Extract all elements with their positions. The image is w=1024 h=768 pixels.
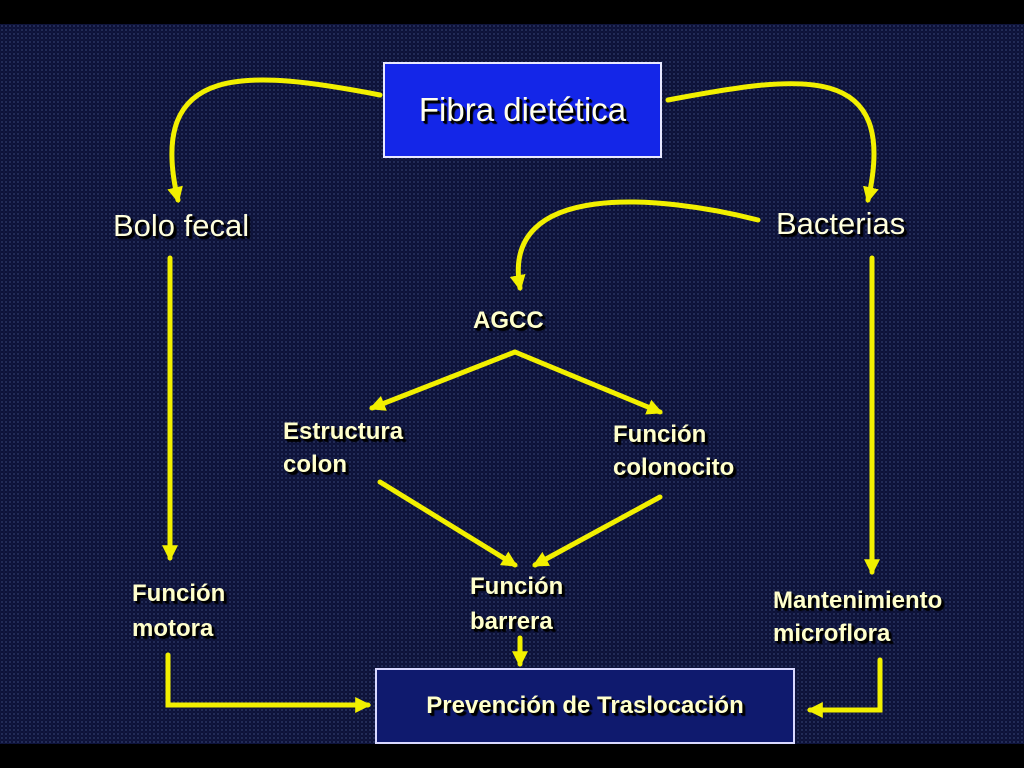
arrow-fibra-to-bacterias [665,81,879,204]
fibra-dietetica-label: Fibra dietética [418,91,627,128]
estructura-line-1: Estructura [283,418,404,445]
agcc-label: AGCC [473,307,544,334]
motora-line-2: motora [132,615,214,642]
estructura-line-2: colon [283,451,347,478]
arrow-motora-to-prevencion [165,652,372,714]
bolo-fecal-label: Bolo fecal [113,208,250,243]
prevencion-traslocacion-box: Prevención de Traslocación [375,668,795,744]
arrow-estructura-to-barrera [377,479,518,568]
prevencion-traslocacion-label: Prevención de Traslocación [426,692,744,719]
colonocito-line-1: Función [613,421,707,448]
microflora-line-2: microflora [773,620,891,647]
barrera-line-2: barrera [470,608,553,635]
fibra-dietetica-box: Fibra dietética [383,62,662,158]
colonocito-line-2: colonocito [613,454,735,481]
motora-line-1: Función [132,580,226,607]
barrera-line-1: Función [470,573,564,600]
arrow-colonocito-to-barrera [532,494,663,568]
arrow-agcc-to-estructura [369,349,518,411]
microflora-line-1: Mantenimiento [773,587,943,614]
arrow-agcc-to-colonocito [512,349,663,415]
arrow-microflora-to-prevencion [806,657,883,719]
bacterias-label: Bacterias [776,206,906,241]
arrow-fibra-to-bolo [167,77,383,204]
arrow-bacterias-to-agcc [509,199,761,292]
